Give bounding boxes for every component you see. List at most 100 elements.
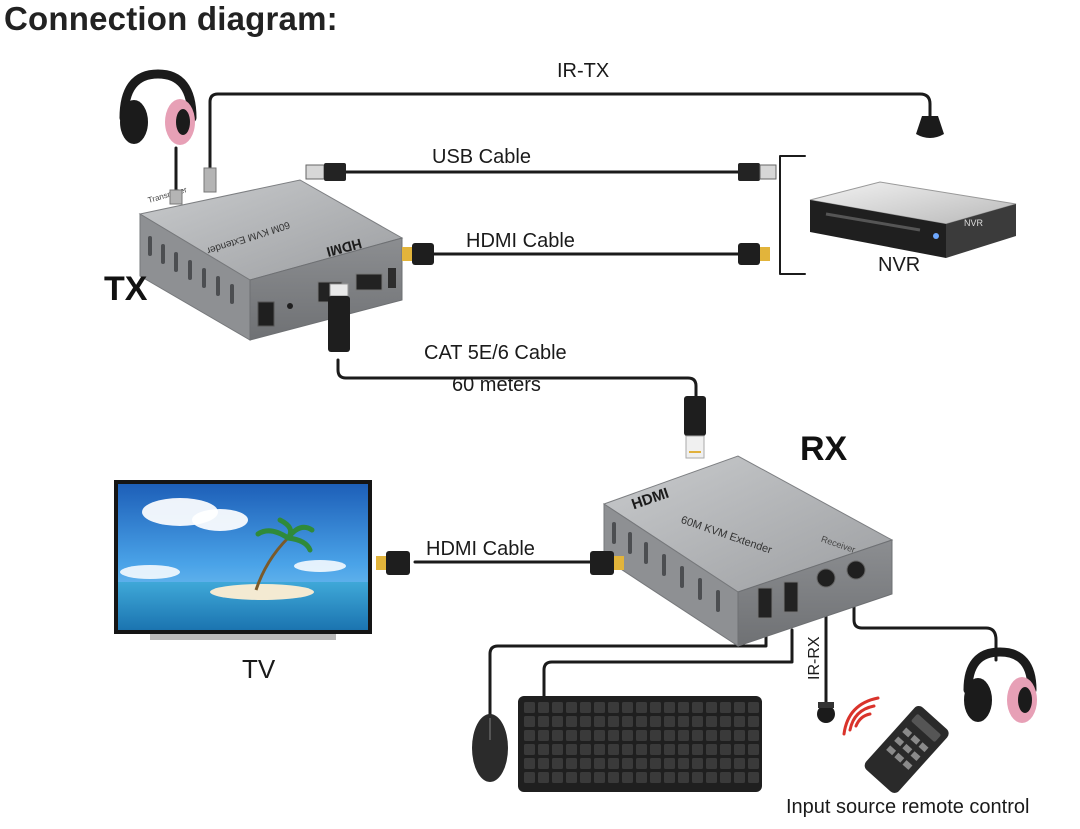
keyboard-key: [524, 730, 535, 741]
keyboard-key: [664, 702, 675, 713]
keyboard-key: [608, 772, 619, 783]
keyboard-key: [580, 730, 591, 741]
headphones-tx-icon: [119, 69, 197, 145]
keyboard-key: [538, 758, 549, 769]
keyboard-key: [566, 716, 577, 727]
keyboard-key: [720, 772, 731, 783]
keyboard-key: [594, 744, 605, 755]
keyboard-key: [538, 744, 549, 755]
keyboard-key: [650, 730, 661, 741]
ir-rx-label: IR-RX: [806, 636, 823, 680]
keyboard-key: [748, 758, 759, 769]
cat-cable-line: [336, 358, 698, 400]
keyboard-key: [720, 758, 731, 769]
keyboard-key: [706, 744, 717, 755]
mouse-cable: [488, 630, 768, 718]
hdmi-cable-top-label: HDMI Cable: [466, 230, 575, 252]
keyboard-key: [692, 772, 703, 783]
keyboard-cable: [542, 628, 794, 698]
keyboard-key: [734, 758, 745, 769]
keyboard-key: [706, 702, 717, 713]
keyboard-key: [594, 702, 605, 713]
keyboard-key: [636, 730, 647, 741]
keyboard-key: [580, 716, 591, 727]
rj45-plug-tx: [328, 283, 350, 352]
usb-cable-label: USB Cable: [432, 146, 531, 168]
keyboard-key: [580, 772, 591, 783]
cables: [174, 92, 998, 718]
keyboard-key: [678, 772, 689, 783]
keyboard-key: [636, 702, 647, 713]
remote-label: Input source remote control: [786, 796, 1030, 818]
keyboard-key: [524, 758, 535, 769]
keyboard-key: [678, 716, 689, 727]
hdmi-plug-bottom-right: [590, 551, 624, 575]
page-title: Connection diagram:: [4, 0, 338, 37]
keyboard-key: [748, 730, 759, 741]
rx-label: RX: [800, 430, 848, 468]
keyboard-key: [706, 758, 717, 769]
nvr-device: [809, 181, 1017, 258]
keyboard-key: [608, 716, 619, 727]
nvr-bracket: [779, 155, 806, 275]
audio-jack-plug-tx: [169, 189, 183, 205]
hdmi-plug-bottom-left: [376, 551, 410, 575]
keyboard-key: [566, 730, 577, 741]
keyboard-key: [552, 744, 563, 755]
keyboard-key: [538, 730, 549, 741]
keyboard-key: [720, 744, 731, 755]
cat-cable-label: CAT 5E/6 Cable: [424, 342, 567, 364]
keyboard-key: [580, 744, 591, 755]
cat-length-label: 60 meters: [452, 374, 541, 396]
rx-device: [602, 455, 894, 647]
ir-tx-label: IR-TX: [557, 60, 610, 82]
keyboard-key: [678, 758, 689, 769]
keyboard-key: [566, 744, 577, 755]
hdmi-plug-top-left: [402, 243, 434, 265]
keyboard-key: [734, 772, 745, 783]
keyboard-key: [636, 744, 647, 755]
keyboard-key: [636, 716, 647, 727]
keyboard-key: [650, 702, 661, 713]
tx-device: [138, 179, 404, 341]
usb-plug-left: [305, 163, 346, 181]
keyboard-key: [594, 716, 605, 727]
keyboard-key: [734, 744, 745, 755]
keyboard-key: [636, 772, 647, 783]
keyboard-key: [524, 772, 535, 783]
keyboard-key: [692, 730, 703, 741]
keyboard-key: [636, 758, 647, 769]
keyboard-key: [566, 702, 577, 713]
keyboard-key: [678, 702, 689, 713]
keyboard-key: [664, 744, 675, 755]
keyboard-key: [622, 758, 633, 769]
keyboard-key: [748, 716, 759, 727]
keyboard-key: [608, 758, 619, 769]
keyboard-key: [594, 730, 605, 741]
keyboard-key: [706, 730, 717, 741]
keyboard-key: [608, 702, 619, 713]
keyboard-key: [678, 730, 689, 741]
keyboard-key: [678, 744, 689, 755]
keyboard-key: [524, 744, 535, 755]
headphone-rx-cable: [852, 598, 998, 662]
keyboard-key: [706, 772, 717, 783]
keyboard-key: [552, 702, 563, 713]
keyboard-key: [580, 758, 591, 769]
nvr-label: NVR: [878, 254, 921, 276]
keyboard-key: [552, 758, 563, 769]
keyboard-key: [720, 702, 731, 713]
keyboard-key: [622, 772, 633, 783]
keyboard-key: [734, 716, 745, 727]
keyboard-key: [524, 716, 535, 727]
keyboard-key: [622, 716, 633, 727]
keyboard-key: [650, 772, 661, 783]
keyboard-key: [622, 702, 633, 713]
keyboard-key: [692, 702, 703, 713]
headphones-rx-icon: [963, 647, 1037, 723]
keyboard-key: [734, 702, 745, 713]
keyboard-key: [692, 758, 703, 769]
keyboard-key: [538, 702, 549, 713]
